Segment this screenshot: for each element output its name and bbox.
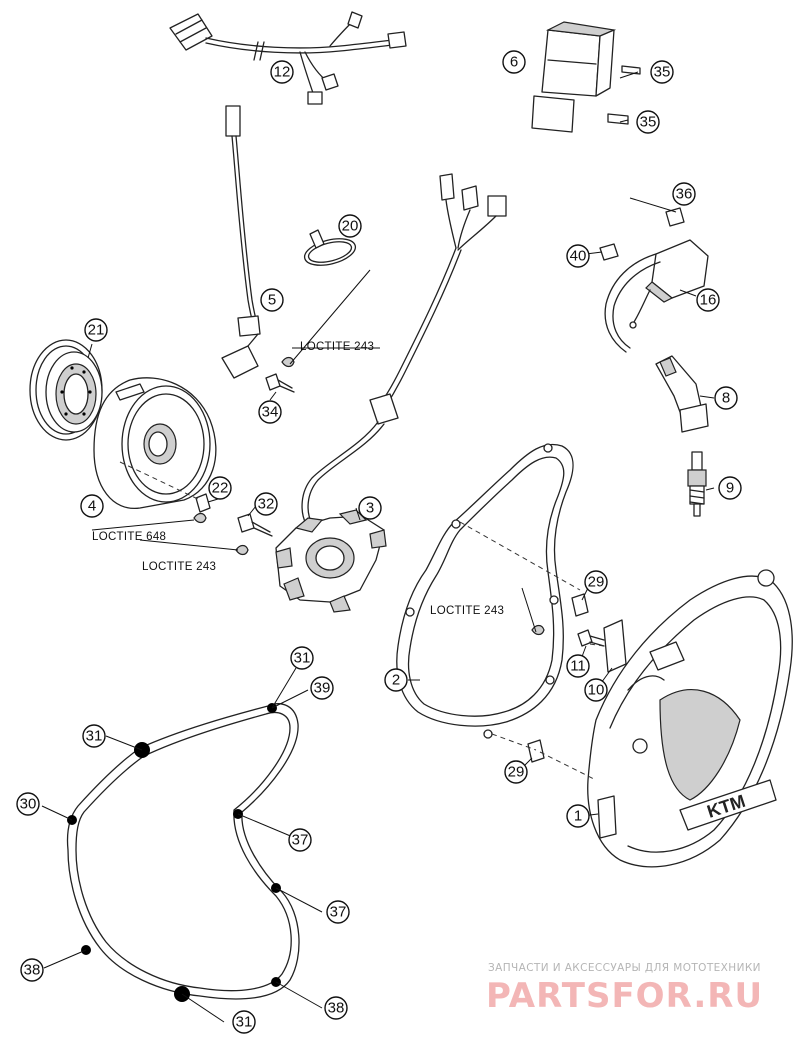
svg-text:30: 30 <box>20 796 37 813</box>
svg-text:29: 29 <box>588 574 605 591</box>
callout-2: 2 <box>384 668 408 692</box>
flywheel-weight-21 <box>29 339 103 441</box>
svg-text:36: 36 <box>676 186 693 203</box>
callout-10: 10 <box>584 678 608 702</box>
callout-39: 39 <box>310 676 334 700</box>
callout-32: 32 <box>254 492 278 516</box>
callout-1: 1 <box>566 804 590 828</box>
watermark-brand: PARTSFOR.RU <box>486 976 764 1016</box>
ignition-cover-1: KTM <box>587 569 793 868</box>
svg-text:16: 16 <box>700 292 717 309</box>
bracket-10 <box>603 619 627 673</box>
svg-text:9: 9 <box>726 480 734 497</box>
svg-text:32: 32 <box>258 496 275 513</box>
svg-text:3: 3 <box>366 500 374 517</box>
callout-20: 20 <box>338 214 362 238</box>
svg-text:2: 2 <box>392 672 400 689</box>
cdi-unit-6 <box>531 21 641 133</box>
svg-text:11: 11 <box>570 658 586 675</box>
callout-29-lower: 29 <box>504 760 528 784</box>
svg-text:22: 22 <box>212 480 229 497</box>
callout-3: 3 <box>358 496 382 520</box>
svg-text:12: 12 <box>274 64 291 81</box>
cable-tie-20 <box>303 229 357 266</box>
loctite-note-screw-34: LOCTITE 243 <box>300 341 374 353</box>
svg-text:31: 31 <box>294 650 311 667</box>
loctite-note-nut-22: LOCTITE 648 <box>92 531 166 543</box>
callout-21: 21 <box>84 318 108 342</box>
watermark-caption: ЗАПЧАСТИ И АКСЕССУАРЫ ДЛЯ МОТОТЕХНИКИ <box>488 962 761 974</box>
flywheel-4 <box>93 377 217 509</box>
callout-34: 34 <box>258 400 282 424</box>
callout-35-lower: 35 <box>636 110 660 134</box>
sensor-cable-5 <box>221 105 261 379</box>
callout-30: 30 <box>16 792 40 816</box>
large-gasket <box>66 703 300 1002</box>
spark-plug-cap-8 <box>655 355 709 433</box>
callout-37-lower: 37 <box>326 900 350 924</box>
callout-6: 6 <box>502 50 526 74</box>
callout-37-upper: 37 <box>288 828 312 852</box>
ignition-cover-gasket-2 <box>396 443 574 739</box>
svg-text:37: 37 <box>292 832 309 849</box>
svg-text:21: 21 <box>88 322 105 339</box>
callout-5: 5 <box>260 288 284 312</box>
callout-8: 8 <box>714 386 738 410</box>
callout-36: 36 <box>672 182 696 206</box>
svg-text:6: 6 <box>510 54 518 71</box>
flywheel-nut-22 <box>193 493 211 524</box>
svg-text:29: 29 <box>508 764 525 781</box>
callout-11: 11 <box>566 654 590 678</box>
svg-text:4: 4 <box>88 498 96 515</box>
svg-text:37: 37 <box>330 904 347 921</box>
pickup-screw-34 <box>265 356 295 393</box>
stator-3 <box>275 173 507 613</box>
callout-31-left: 31 <box>82 724 106 748</box>
callout-4: 4 <box>80 494 104 518</box>
svg-text:8: 8 <box>722 390 730 407</box>
svg-text:38: 38 <box>24 962 41 979</box>
callout-38-right: 38 <box>324 996 348 1020</box>
dowel-sleeve-29-upper <box>571 593 589 617</box>
spark-plug-9 <box>687 451 707 517</box>
callout-31-bottom: 31 <box>232 1010 256 1034</box>
callout-12: 12 <box>270 60 294 84</box>
svg-text:35: 35 <box>654 64 671 81</box>
wiring-harness-12 <box>169 11 407 105</box>
svg-text:38: 38 <box>328 1000 345 1017</box>
svg-text:20: 20 <box>342 218 359 235</box>
callout-40: 40 <box>566 244 590 268</box>
svg-text:10: 10 <box>588 682 605 699</box>
svg-text:31: 31 <box>86 728 103 745</box>
callout-9: 9 <box>718 476 742 500</box>
assembly-lines <box>119 461 605 781</box>
bracket-screw-11 <box>531 624 605 647</box>
svg-text:31: 31 <box>236 1014 253 1031</box>
callout-16: 16 <box>696 288 720 312</box>
svg-text:40: 40 <box>570 248 587 265</box>
svg-text:34: 34 <box>262 404 279 421</box>
callout-29-upper: 29 <box>584 570 608 594</box>
loctite-note-screw-32: LOCTITE 243 <box>142 561 216 573</box>
callout-31-top: 31 <box>290 646 314 670</box>
svg-text:35: 35 <box>640 114 657 131</box>
callout-38-left: 38 <box>20 958 44 982</box>
svg-text:1: 1 <box>574 808 582 825</box>
callout-22: 22 <box>208 476 232 500</box>
loctite-note-screw-11: LOCTITE 243 <box>430 605 504 617</box>
stator-screw-32 <box>235 513 273 556</box>
dowel-sleeve-29-lower <box>527 739 545 763</box>
svg-text:5: 5 <box>268 292 276 309</box>
callout-35-upper: 35 <box>650 60 674 84</box>
svg-text:39: 39 <box>314 680 331 697</box>
ignition-coil-16 <box>599 207 709 353</box>
